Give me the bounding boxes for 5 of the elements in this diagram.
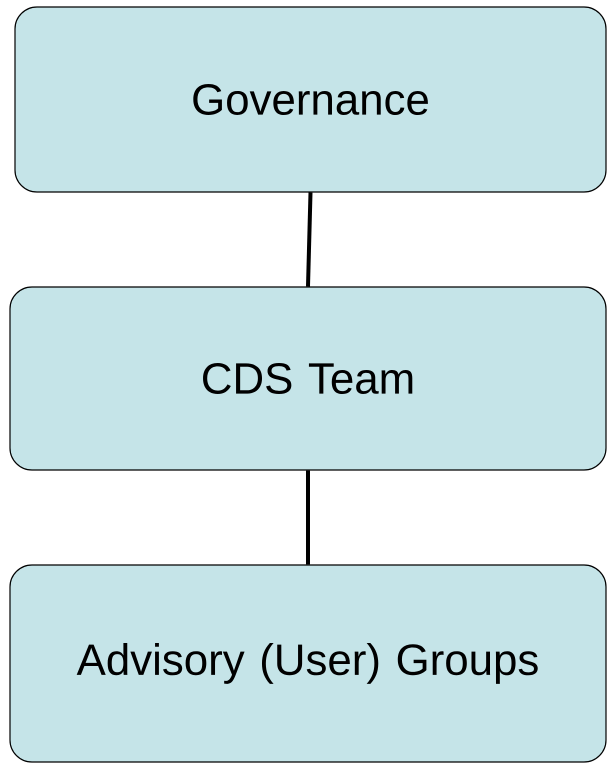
process-box: CDS Team — [9, 286, 607, 471]
connector-line — [306, 192, 312, 286]
connector-line — [306, 470, 310, 564]
process-box: Governance — [14, 6, 607, 193]
process-box: Advisory (User) Groups — [9, 564, 607, 763]
